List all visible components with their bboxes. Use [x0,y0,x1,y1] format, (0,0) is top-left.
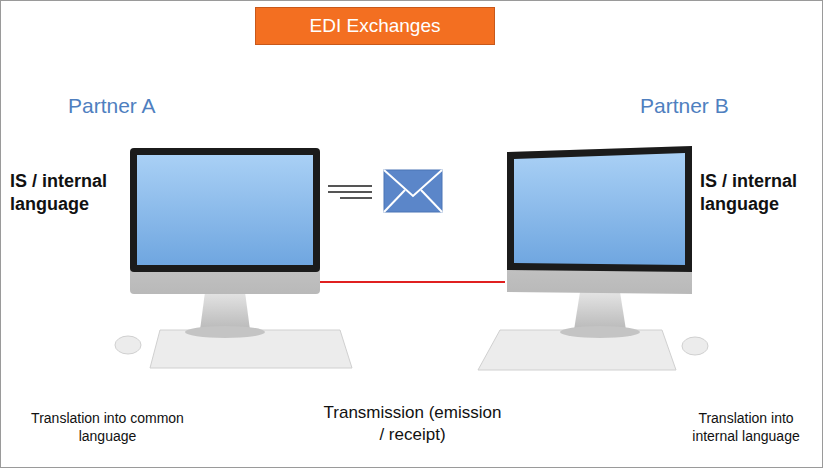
partner-computer: Partner B IS / internal languageTranslati… [505,85,818,460]
transmission-line [320,281,505,283]
computer-b [478,146,708,370]
partner-name: Partner B [640,93,800,119]
title: EDI Exchanges [310,15,441,37]
step-note: Translation into common language [20,410,195,445]
system-note: IS / internal language [700,170,812,215]
system-note: IS / internal language [10,170,128,215]
partner-computer: Partner A IS / internal languageTranslati… [5,85,320,460]
edge-label: Transmission (emission / receipt) [321,402,505,446]
step-note: Translation into internal language [675,410,817,445]
title-banner: EDI Exchanges [255,7,495,45]
computer-a [115,148,352,368]
envelope-icon [328,170,442,212]
partner-name: Partner A [68,93,228,119]
